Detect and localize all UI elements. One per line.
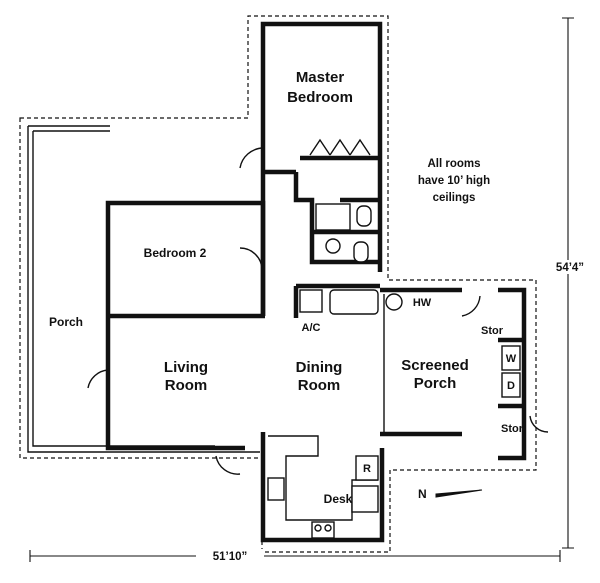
sink-kitchen [267,477,285,501]
height-dimension-line [562,17,574,549]
roof-outline [19,15,537,553]
hw-label: HW [413,297,432,309]
utility-walls [293,283,380,318]
dryer-label: D [507,380,515,392]
dryer-box [501,372,521,398]
living-room-label-1: Living [164,359,208,376]
door-screened [461,295,481,317]
note-line-2: have 10’ high [418,175,490,187]
hw-heater [385,293,403,311]
screened-porch-label-1: Screened [401,357,469,374]
north-arrow-icon [435,489,483,498]
living-room-label-2: Room [165,377,208,394]
porch-rail [27,125,260,453]
master-bedroom-label-2: Bedroom [287,89,353,106]
master-bedroom-label-1: Master [296,69,345,86]
note-line-3: ceilings [433,192,476,204]
refrigerator-label: R [363,463,371,475]
ac-label: A/C [302,322,321,334]
ac-unit [299,289,323,313]
master-bedroom-walls [260,21,383,272]
screened-porch-walls [380,287,527,461]
washer-box [501,345,521,371]
north-label: N [418,487,427,501]
toilet-2 [353,241,369,263]
bedroom-2-label: Bedroom 2 [144,246,207,260]
shower-stall [315,203,351,231]
door-stor [529,415,549,433]
washer-label: W [506,353,517,365]
refrigerator-box [355,455,379,481]
main-walls [105,316,385,543]
stor-lower-label: Stor [501,423,524,435]
width-dimension-label: 51’10” [213,551,248,563]
toilet-1 [356,205,372,227]
door-master [239,147,264,169]
tub [329,289,379,315]
height-dimension-label: 54’4” [556,262,584,274]
stor-upper-label: Stor [481,325,504,337]
door-kitchen [215,455,241,475]
dining-room-label-1: Dining [296,359,343,376]
stove [311,521,335,539]
sink-1 [325,238,341,254]
porch-label: Porch [49,315,83,329]
desk-label: Desk [324,492,353,506]
porch-rail-inner [32,130,215,447]
bath-walls [293,172,380,265]
hall-wall [260,169,296,316]
screened-porch-label-2: Porch [414,375,457,392]
door-porch [87,369,109,389]
width-dimension-line [29,550,561,562]
dining-room-label-2: Room [298,377,341,394]
note-line-1: All rooms [427,158,480,170]
closet-doors [309,138,371,156]
door-hall [239,247,263,271]
desk-box [351,485,379,513]
